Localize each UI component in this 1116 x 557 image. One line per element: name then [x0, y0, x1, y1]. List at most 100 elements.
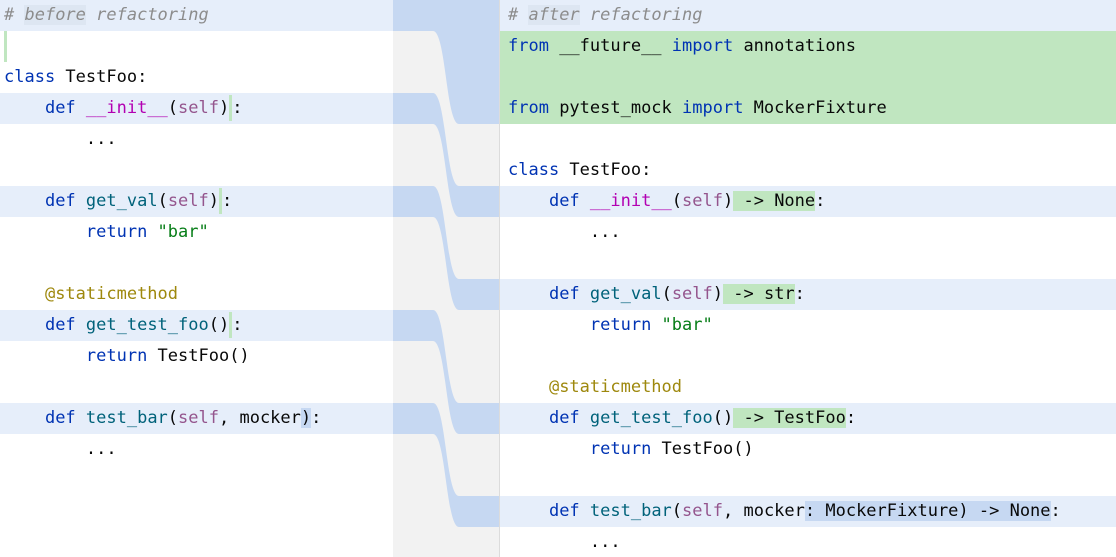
code-line[interactable]: ... — [0, 434, 393, 465]
code-line[interactable]: def test_bar(self, mocker: MockerFixture… — [500, 496, 1116, 527]
code-line[interactable]: class TestFoo: — [0, 62, 393, 93]
code-line[interactable]: def __init__(self) -> None: — [500, 186, 1116, 217]
code-token: "bar" — [157, 222, 209, 242]
code-token: : — [222, 191, 233, 211]
code-token: __init__ — [85, 98, 168, 118]
code-token: : — [232, 98, 243, 118]
code-token: , mocker — [723, 501, 805, 521]
code-token: get_val — [85, 191, 158, 211]
code-token: ( — [671, 191, 683, 211]
code-token: self — [178, 408, 219, 428]
code-token: import — [682, 98, 754, 118]
code-token: -> str — [723, 284, 795, 304]
code-token: TestFoo() — [661, 439, 754, 459]
code-line[interactable]: ... — [500, 217, 1116, 248]
code-token: () — [208, 315, 230, 335]
code-line[interactable]: class TestFoo: — [500, 155, 1116, 186]
code-token: annotations — [743, 36, 857, 56]
code-token — [508, 191, 549, 211]
code-token: self — [167, 191, 209, 211]
code-token: after — [528, 5, 580, 25]
code-line[interactable]: from pytest_mock import MockerFixture — [500, 93, 1116, 124]
code-token: __future__ — [559, 36, 672, 56]
code-token: get_test_foo — [589, 408, 713, 428]
code-token: () — [712, 408, 734, 428]
code-token: return — [85, 222, 158, 242]
code-token: , mocker — [219, 408, 301, 428]
code-line[interactable] — [500, 62, 1116, 93]
connector-imports — [393, 31, 499, 124]
change-marker — [219, 188, 223, 214]
code-token — [508, 315, 590, 335]
code-line[interactable]: def test_bar(self, mocker): — [0, 403, 393, 434]
code-token — [4, 408, 45, 428]
code-token: self — [178, 98, 219, 118]
code-token: test_bar — [589, 501, 672, 521]
insertion-marker — [4, 31, 7, 62]
code-token: : MockerFixture) -> None — [804, 501, 1051, 521]
code-line[interactable]: def get_test_foo(): — [0, 310, 393, 341]
code-token: pytest_mock — [559, 98, 683, 118]
code-token — [508, 377, 549, 397]
code-line[interactable]: ... — [500, 527, 1116, 557]
change-marker — [229, 95, 233, 121]
code-line[interactable]: def __init__(self): — [0, 93, 393, 124]
code-line[interactable]: ... — [0, 124, 393, 155]
code-token: ( — [167, 408, 179, 428]
connector-comment — [393, 0, 499, 31]
connector-get-val — [393, 186, 499, 310]
code-token: import — [671, 36, 744, 56]
code-token: from — [508, 98, 560, 118]
connector-test-bar — [393, 403, 499, 527]
code-token: def — [548, 501, 590, 521]
code-token: : — [845, 408, 857, 428]
code-line[interactable]: return TestFoo() — [500, 434, 1116, 465]
code-token: ( — [157, 191, 168, 211]
code-line[interactable]: @staticmethod — [0, 279, 393, 310]
before-editor-pane[interactable]: # before refactoring class TestFoo: def _… — [0, 0, 393, 557]
pane-divider[interactable] — [499, 0, 500, 557]
code-token — [4, 284, 45, 304]
code-line[interactable]: return "bar" — [500, 310, 1116, 341]
code-token: ( — [661, 284, 672, 304]
code-token: MockerFixture — [753, 98, 887, 118]
code-token: # — [508, 5, 529, 25]
code-token: ... — [508, 222, 621, 242]
code-token: self — [682, 501, 723, 521]
code-token: ) — [219, 98, 230, 118]
code-token: @staticmethod — [44, 284, 179, 304]
diff-connectors — [393, 0, 499, 527]
code-token: -> None — [733, 191, 816, 211]
diff-gutter — [393, 0, 499, 557]
code-line[interactable]: @staticmethod — [500, 372, 1116, 403]
code-token — [4, 191, 45, 211]
code-token: "bar" — [661, 315, 713, 335]
code-line[interactable]: def get_test_foo() -> TestFoo: — [500, 403, 1116, 434]
code-token: def — [548, 191, 590, 211]
connector-init — [393, 93, 499, 217]
code-token — [508, 439, 590, 459]
code-token: : — [815, 191, 826, 211]
code-token: def — [44, 191, 86, 211]
code-line[interactable]: return TestFoo() — [0, 341, 393, 372]
code-token — [508, 408, 549, 428]
code-line[interactable]: # before refactoring — [0, 0, 393, 31]
code-token — [508, 284, 549, 304]
code-token: ) — [300, 408, 312, 428]
code-token: -> TestFoo — [733, 408, 846, 428]
code-token: ( — [671, 501, 683, 521]
code-line[interactable]: return "bar" — [0, 217, 393, 248]
code-token: @staticmethod — [548, 377, 683, 397]
code-line[interactable]: def get_val(self) -> str: — [500, 279, 1116, 310]
code-token: get_val — [589, 284, 662, 304]
code-line[interactable]: # after refactoring — [500, 0, 1116, 31]
code-token: def — [548, 408, 590, 428]
code-token — [508, 501, 549, 521]
code-token: : — [232, 315, 243, 335]
code-line[interactable]: def get_val(self): — [0, 186, 393, 217]
code-line[interactable]: from __future__ import annotations — [500, 31, 1116, 62]
code-line[interactable] — [0, 31, 393, 62]
code-token: # — [4, 5, 25, 25]
code-token: TestFoo: — [65, 67, 148, 87]
